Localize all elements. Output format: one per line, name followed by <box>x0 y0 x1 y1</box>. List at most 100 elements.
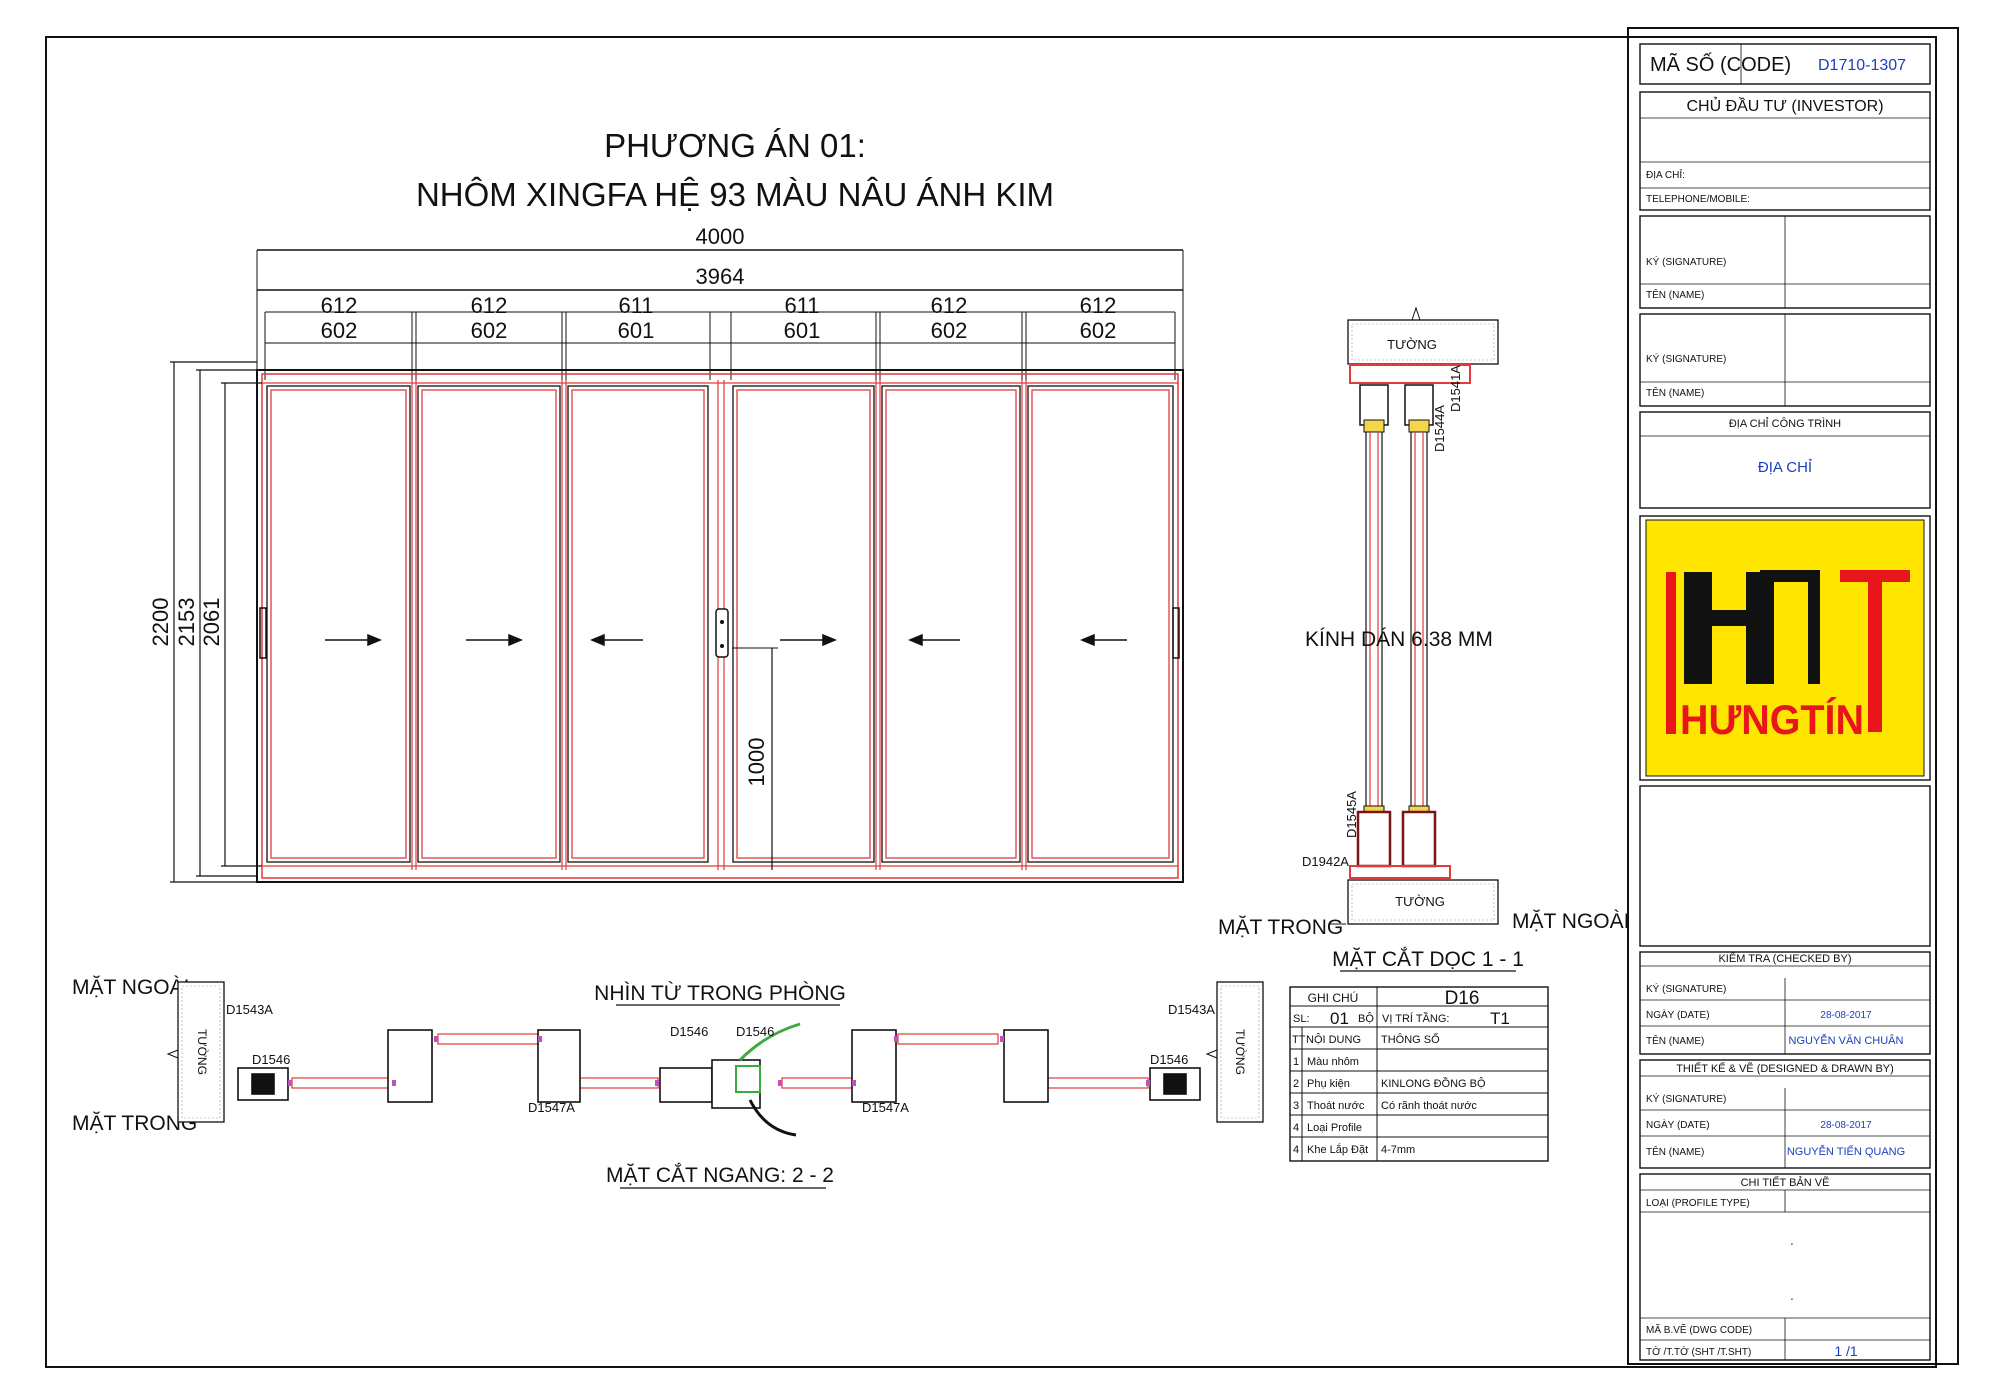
notes-row-index: 4 <box>1293 1144 1299 1156</box>
notes-header-spec: THÔNG SỐ <box>1381 1032 1440 1046</box>
designed-name-label: TÊN (NAME) <box>1646 1145 1704 1158</box>
section-2-2-caption: MẶT CẮT NGANG: 2 - 2 <box>606 1163 834 1187</box>
notes-row-content: Thoát nước <box>1307 1100 1365 1112</box>
notes-row-index: 2 <box>1293 1078 1299 1090</box>
name-label: TÊN (NAME) <box>1646 288 1704 301</box>
notes-ghichu: GHI CHÚ <box>1308 990 1359 1005</box>
designed-name: NGUYỄN TIẾN QUANG <box>1787 1145 1905 1158</box>
notes-vitri-value: T1 <box>1490 1009 1510 1028</box>
panel-dim-bottom: 602 <box>471 318 508 343</box>
panel-dim-bottom: 602 <box>1080 318 1117 343</box>
notes-vitri-label: VỊ TRÍ TẦNG: <box>1382 1012 1449 1025</box>
view-label: NHÌN TỪ TRONG PHÒNG <box>594 982 846 1005</box>
signature-label: KÝ (SIGNATURE) <box>1646 352 1726 365</box>
notes-bo: BỘ <box>1358 1012 1374 1025</box>
dim-inner-width: 3964 <box>696 264 745 289</box>
notes-sl-label: SL: <box>1293 1013 1310 1025</box>
code-right-frame: D1543A <box>1168 1002 1215 1017</box>
sheet-label: TỜ /T.TỜ (SHT /T.SHT) <box>1646 1345 1751 1358</box>
company-logo: HƯNGTÍN <box>1645 519 1925 777</box>
section-1-1-caption: MẶT CẮT DỌC 1 - 1 <box>1332 947 1524 971</box>
code-label: MÃ SỐ (CODE) <box>1650 52 1791 76</box>
wall-label-top: TƯỜNG <box>1387 337 1437 352</box>
code-right-mid: D1547A <box>862 1100 909 1115</box>
investor-label: CHỦ ĐẦU TƯ (INVESTOR) <box>1686 96 1883 115</box>
site-address-value: ĐỊA CHỈ <box>1758 459 1812 476</box>
notes-header-tt: TT <box>1292 1034 1306 1046</box>
code-left-inner: D1546 <box>252 1052 290 1067</box>
name-label: TÊN (NAME) <box>1646 386 1704 399</box>
panel-dim-top: 611 <box>784 293 819 318</box>
checked-signature-label: KÝ (SIGNATURE) <box>1646 982 1726 995</box>
sheet-value: 1 /1 <box>1834 1343 1858 1359</box>
panel-dim-top: 612 <box>931 293 968 318</box>
designed-date-label: NGÀY (DATE) <box>1646 1118 1710 1131</box>
drawing-title-line1: PHƯƠNG ÁN 01: <box>604 127 866 164</box>
title-block: MÃ SỐ (CODE) D1710-1307 CHỦ ĐẦU TƯ (INVE… <box>1639 43 1931 1361</box>
notes-row-content: Khe Lắp Đặt <box>1307 1143 1368 1156</box>
notes-row-spec: KINLONG ĐỒNG BỘ <box>1381 1077 1486 1090</box>
dwg-code-label: MÃ B.VẼ (DWG CODE) <box>1646 1323 1752 1336</box>
checked-date: 28-08-2017 <box>1820 1010 1872 1021</box>
designed-signature-label: KÝ (SIGNATURE) <box>1646 1092 1726 1105</box>
notes-header-content: NỘI DUNG <box>1306 1033 1361 1046</box>
designed-label: THIẾT KẾ & VẼ (DESIGNED & DRAWN BY) <box>1676 1062 1894 1075</box>
panel-dim-bottom: 602 <box>931 318 968 343</box>
h-wall-left: TƯỜNG <box>195 1029 210 1075</box>
outside-label: MẶT NGOÀI <box>1512 910 1629 933</box>
dim-height-2153: 2153 <box>174 598 199 647</box>
notes-row-content: Phụ kiện <box>1307 1078 1350 1090</box>
designed-date: 28-08-2017 <box>1820 1120 1872 1131</box>
notes-row-content: Loại Profile <box>1307 1122 1362 1134</box>
vertical-section: TƯỜNG TƯỜNG D1541A D1544A D1545A D1942A … <box>1218 306 1629 972</box>
inside-label: MẶT TRONG <box>1218 916 1343 939</box>
notes-row-index: 4 <box>1293 1122 1299 1134</box>
code-center1: D1546 <box>670 1024 708 1039</box>
notes-table: GHI CHÚ D16 SL: 01 BỘ VỊ TRÍ TẦNG: T1 TT… <box>1289 986 1549 1162</box>
checked-date-label: NGÀY (DATE) <box>1646 1008 1710 1021</box>
code-d1942a: D1942A <box>1302 854 1349 869</box>
checked-label: KIỂM TRA (CHECKED BY) <box>1718 952 1851 965</box>
drawing-title-line2: NHÔM XINGFA HỆ 93 MÀU NÂU ÁNH KIM <box>416 176 1054 213</box>
notes-row-index: 1 <box>1293 1056 1299 1068</box>
wall-label-bottom: TƯỜNG <box>1395 894 1445 909</box>
panel-dim-bottom: 602 <box>321 318 358 343</box>
door-elevation: 4000 3964 612 612 611 611 612 612 602 60… <box>148 224 1184 883</box>
h-inside-label: MẶT TRONG <box>72 1112 197 1135</box>
dim-handle-height: 1000 <box>744 738 769 787</box>
notes-code: D16 <box>1445 988 1480 1009</box>
notes-row-content: Màu nhôm <box>1307 1056 1359 1068</box>
phone-label: TELEPHONE/MOBILE: <box>1646 194 1750 205</box>
h-wall-right: TƯỜNG <box>1233 1029 1248 1075</box>
notes-row-index: 3 <box>1293 1100 1299 1112</box>
panel-dim-top: 612 <box>321 293 358 318</box>
dim-total-width: 4000 <box>696 224 745 249</box>
dim-height-2200: 2200 <box>148 598 173 647</box>
code-d1541a: D1541A <box>1448 365 1463 412</box>
panel-dim-top: 611 <box>618 293 653 318</box>
checked-name: NGUYỄN VĂN CHUÂN <box>1789 1034 1904 1047</box>
code-left-mid: D1547A <box>528 1100 575 1115</box>
panel-dim-top: 612 <box>1080 293 1117 318</box>
notes-row-spec: 4-7mm <box>1381 1144 1415 1156</box>
panel-dim-bottom: 601 <box>784 318 821 343</box>
code-left-frame: D1543A <box>226 1002 273 1017</box>
dim-height-2061: 2061 <box>199 598 224 647</box>
code-value: D1710-1307 <box>1818 57 1906 74</box>
address-label: ĐỊA CHỈ: <box>1646 168 1685 181</box>
title-block-border <box>1627 27 1959 1365</box>
panel-dim-bottom: 601 <box>618 318 655 343</box>
panel-dim-top: 612 <box>471 293 508 318</box>
profile-type-label: LOẠI (PROFILE TYPE) <box>1646 1198 1750 1209</box>
detail-label: CHI TIẾT BẢN VẼ <box>1741 1176 1830 1189</box>
code-d1545a: D1545A <box>1344 791 1359 838</box>
logo-text: HƯNGTÍN <box>1680 696 1864 743</box>
detail-dot-2: . <box>1790 1287 1794 1303</box>
code-d1544a: D1544A <box>1432 405 1447 452</box>
signature-label: KÝ (SIGNATURE) <box>1646 255 1726 268</box>
code-right-inner: D1546 <box>1150 1052 1188 1067</box>
checked-name-label: TÊN (NAME) <box>1646 1034 1704 1047</box>
site-address-label: ĐỊA CHỈ CÔNG TRÌNH <box>1729 417 1841 430</box>
notes-sl-value: 01 <box>1330 1009 1349 1028</box>
